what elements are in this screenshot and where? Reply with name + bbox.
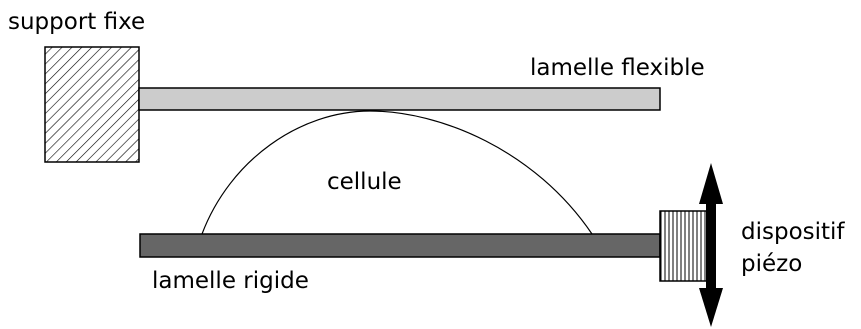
piezo-label-line1: dispositif [741, 219, 845, 245]
cell-outline [201, 110, 593, 235]
flexible-strip-label: lamelle flexible [530, 55, 705, 81]
piezo-device-block [659, 210, 709, 282]
fixed-support-block [44, 46, 140, 163]
rigid-strip-label: lamelle rigide [152, 268, 309, 294]
fixed-support-label: support fixe [8, 9, 145, 35]
flexible-strip [138, 87, 661, 111]
double-arrow-icon [699, 163, 723, 327]
rigid-strip [139, 233, 661, 258]
cell-label: cellule [327, 169, 402, 195]
piezo-label-line2: piézo [741, 251, 802, 277]
